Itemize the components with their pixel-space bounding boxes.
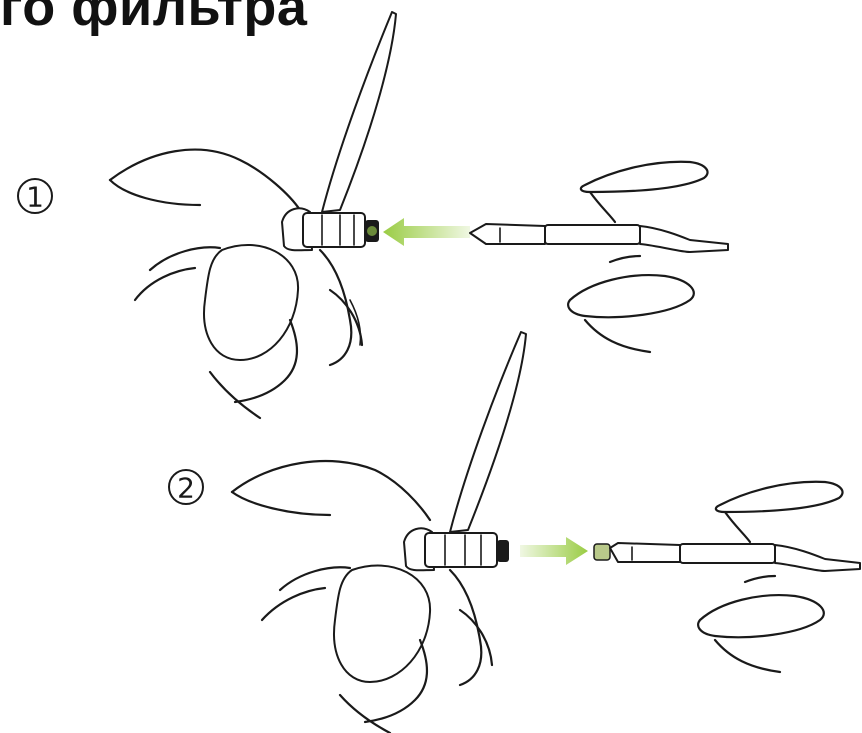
step-1: 1 <box>18 12 728 418</box>
step-1-right-hand <box>568 162 707 352</box>
step-2-left-hand <box>232 461 492 733</box>
step-1-number: 1 <box>26 181 44 214</box>
step-2-remove-arrow <box>520 537 588 565</box>
step-2-right-hand <box>698 482 842 672</box>
step-2-number: 2 <box>177 472 195 505</box>
step-1-left-hand <box>110 150 362 418</box>
step-1-number-badge: 1 <box>18 179 52 214</box>
step-2-earpiece <box>404 332 526 570</box>
step-1-insert-arrow <box>383 218 470 246</box>
step-1-earpiece <box>282 12 396 250</box>
step-2-number-badge: 2 <box>169 470 203 505</box>
step-2-filter-tool <box>594 543 860 571</box>
step-2: 2 <box>169 332 860 733</box>
step-1-filter-tool <box>470 224 728 252</box>
